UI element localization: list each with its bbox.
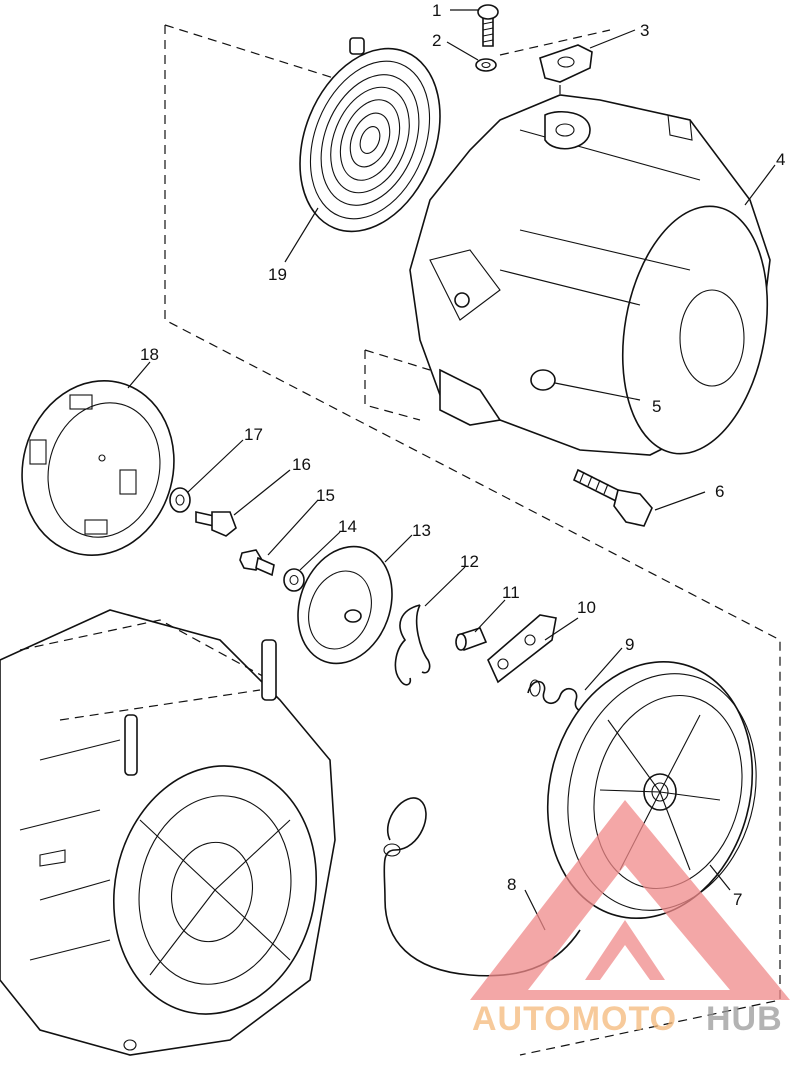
watermark-text-hub: HUB (706, 1000, 783, 1038)
callout-17: 17 (244, 425, 263, 444)
callout-1: 1 (432, 1, 441, 20)
part-14-washer (283, 568, 305, 592)
part-4-recoil-housing (409, 94, 771, 456)
callout-13: 13 (412, 521, 431, 540)
part-5-plug (530, 369, 556, 391)
callout-14: 14 (338, 517, 357, 536)
part-12-spring-clip (394, 604, 431, 686)
part-16-flange-bolt (195, 511, 237, 537)
part-9-spring (527, 679, 593, 712)
callout-5: 5 (652, 397, 661, 416)
part-6-bolt (572, 468, 653, 527)
callout-10: 10 (577, 598, 596, 617)
part-15-nut (239, 549, 275, 577)
callout-11: 11 (502, 583, 520, 602)
leader-lines (127, 9, 776, 931)
part-10-ratchet-pawl (487, 614, 557, 684)
watermark-triangle-icon (470, 800, 790, 1000)
callout-8: 8 (507, 875, 516, 894)
part-13-friction-plate (297, 545, 393, 665)
callout-9: 9 (625, 635, 634, 654)
part-11-collar (455, 627, 488, 652)
callout-2: 2 (432, 31, 441, 50)
callout-7: 7 (733, 890, 742, 909)
watermark-text-automoto: AUTOMOTO (472, 1000, 677, 1038)
assembly-boundary (164, 24, 781, 1056)
part-2-washer (475, 58, 497, 72)
part-19-recoil-spring (299, 37, 441, 233)
part-18-starter-cup (21, 380, 175, 556)
callout-labels: 1 2 3 4 5 6 7 8 9 10 11 12 13 14 15 16 1… (140, 1, 785, 909)
part-17-washer (169, 487, 191, 513)
watermark-inner-mark-icon (585, 920, 665, 980)
callout-18: 18 (140, 345, 159, 364)
callout-19: 19 (268, 265, 287, 284)
callout-4: 4 (776, 150, 785, 169)
crankcase (0, 609, 336, 1056)
part-1-screw (477, 4, 499, 47)
callout-15: 15 (316, 486, 335, 505)
callout-3: 3 (640, 21, 649, 40)
callout-12: 12 (460, 552, 479, 571)
callout-16: 16 (292, 455, 311, 474)
watermark-logo: AUTOMOTO HUB (470, 800, 790, 1038)
callout-6: 6 (715, 482, 724, 501)
